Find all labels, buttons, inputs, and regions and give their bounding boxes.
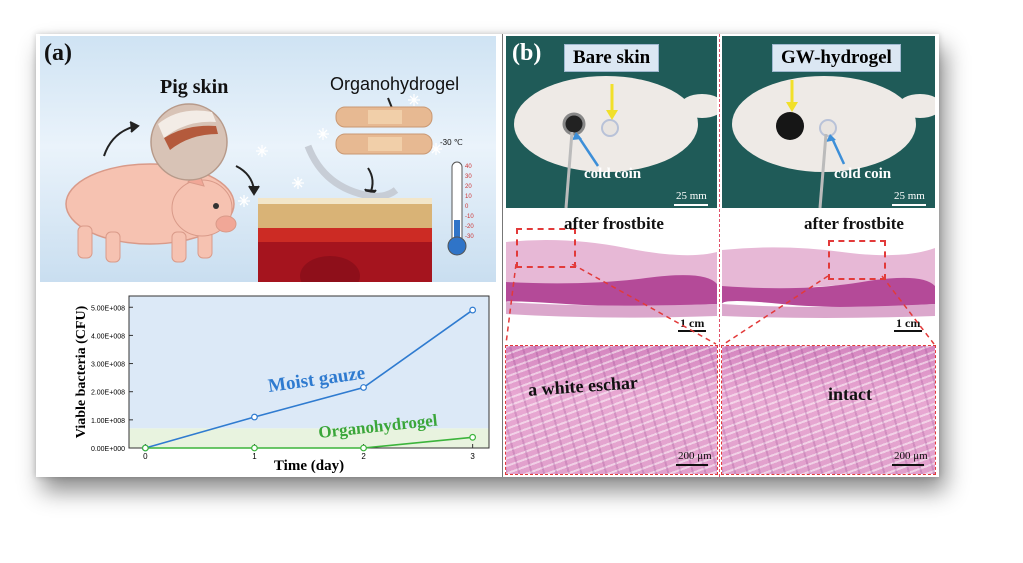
photo-bare-skin: Bare skin cold coin 25 mm (b) xyxy=(506,36,717,208)
y-tick-label: 0.00E+000 xyxy=(91,446,125,453)
svg-text:20: 20 xyxy=(465,184,472,190)
photo-gw-hydrogel: GW-hydrogel cold coin 25 mm xyxy=(722,36,935,208)
gw-hydrogel-title: GW-hydrogel xyxy=(772,44,901,72)
photo-scale-right: 25 mm xyxy=(894,190,925,202)
rat-image-hydrogel xyxy=(732,76,935,208)
histology-gw-hydrogel: after frostbite 1 cm xyxy=(722,212,935,340)
mid-scale-right: 1 cm xyxy=(896,316,921,330)
zoom-connectors xyxy=(505,264,935,345)
svg-text:-20: -20 xyxy=(465,224,474,230)
series-line-1 xyxy=(145,436,473,449)
y-tick-label: 2.00E+008 xyxy=(91,390,125,397)
svg-text:30: 30 xyxy=(465,174,472,180)
x-tick-label: 1 xyxy=(252,452,257,461)
y-tick-label: 5.00E+008 xyxy=(91,305,125,312)
intact-label: intact xyxy=(828,384,872,404)
data-point xyxy=(251,413,258,421)
svg-text:-30: -30 xyxy=(465,234,474,240)
pig-skin-label: Pig skin xyxy=(160,76,229,98)
organohydrogel-label: Organohydrogel xyxy=(330,74,460,94)
cold-coin-label-left: cold coin xyxy=(584,166,642,182)
x-tick-label: 0 xyxy=(143,452,148,461)
svg-text:-10: -10 xyxy=(465,214,474,220)
low-scale-left: 200 μm xyxy=(678,450,712,462)
series-line-0 xyxy=(145,309,474,449)
pig-skin-illustration: 40 30 20 10 0 -10 -20 -30 xyxy=(65,94,474,282)
mid-scale-left: 1 cm xyxy=(680,316,705,330)
x-axis-label: Time (day) xyxy=(274,458,344,474)
y-axis-label: Viable bacteria (CFU) xyxy=(74,305,89,438)
arrow-icons xyxy=(103,97,393,199)
thermometer-top-label: -30 ℃ xyxy=(440,138,463,147)
svg-text:0: 0 xyxy=(465,204,469,210)
y-tick-label: 1.00E+008 xyxy=(91,418,125,425)
data-point xyxy=(469,433,477,441)
low-scale-bar-left xyxy=(676,464,708,466)
low-scale-bar-right xyxy=(892,464,924,466)
thermometer-scale: 40 30 20 10 0 -10 -20 -30 xyxy=(465,164,474,240)
panel-b-label: (b) xyxy=(512,40,542,66)
histology-bare-skin: after frostbite 1 cm xyxy=(506,212,717,340)
data-point xyxy=(141,444,149,452)
background-band-0 xyxy=(129,428,489,448)
photo-scale-bar-left xyxy=(674,204,708,206)
data-point xyxy=(360,384,367,391)
figure: 40 30 20 10 0 -10 -20 -30 (a) Pig skin O… xyxy=(36,34,939,477)
panel-b-divider xyxy=(719,34,720,477)
after-frostbite-right: after frostbite xyxy=(804,214,904,233)
histology-gw-hydrogel-zoom: intact 200 μm xyxy=(721,345,936,475)
y-tick-label: 3.00E+008 xyxy=(91,362,125,369)
x-tick-label: 2 xyxy=(361,452,366,461)
x-tick-label: 3 xyxy=(470,452,475,461)
photo-scale-bar-right xyxy=(892,204,926,206)
thermometer-icon: 40 30 20 10 0 -10 -20 -30 xyxy=(447,161,474,256)
data-point xyxy=(469,306,477,314)
pig-skin-photo xyxy=(150,103,228,181)
y-tick-label: 4.00E+008 xyxy=(91,333,125,340)
pig-icon xyxy=(65,163,237,263)
bacteria-line-chart: 0.00E+000 1.00E+008 2.00E+008 3.00E+008 4.00… xyxy=(74,295,490,474)
svg-text:10: 10 xyxy=(465,194,472,200)
zoom-box-right xyxy=(828,240,886,280)
bare-skin-title: Bare skin xyxy=(564,44,660,72)
panel-a-label: (a) xyxy=(44,40,72,66)
panel-divider xyxy=(502,34,503,477)
zoom-box-left xyxy=(516,228,576,268)
svg-text:40: 40 xyxy=(465,164,472,170)
data-point xyxy=(251,444,258,452)
bandage-image xyxy=(335,106,433,155)
after-frostbite-left: after frostbite xyxy=(564,214,664,233)
panel-a-illustration: 40 30 20 10 0 -10 -20 -30 (a) Pig skin O… xyxy=(40,36,496,282)
cold-coin-label-right: cold coin xyxy=(834,166,892,182)
histology-layers-left xyxy=(506,212,717,340)
histology-bare-skin-zoom: a white eschar 200 μm xyxy=(505,345,718,475)
hydrogel-strip xyxy=(304,144,399,200)
white-eschar-label: a white eschar xyxy=(527,372,639,400)
skin-cross-section xyxy=(258,198,432,282)
mid-scale-bar-right xyxy=(894,330,922,332)
background-band-1 xyxy=(129,296,489,429)
photo-scale-left: 25 mm xyxy=(676,190,707,202)
rat-image-bare xyxy=(514,76,717,208)
bacteria-chart: 0.00E+000 1.00E+008 2.00E+008 3.00E+008 4.00… xyxy=(71,290,496,476)
data-point xyxy=(360,444,367,452)
low-scale-right: 200 μm xyxy=(894,450,928,462)
